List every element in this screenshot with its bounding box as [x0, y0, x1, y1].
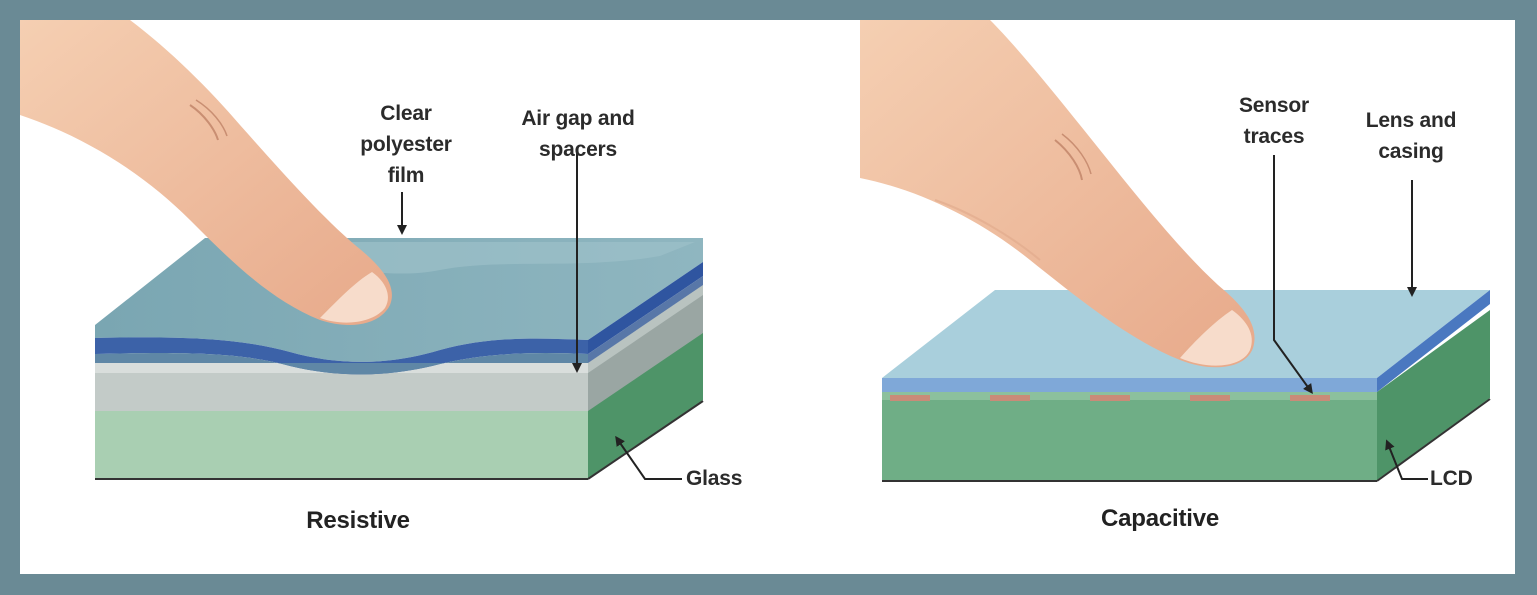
resistive-film-edge — [95, 337, 588, 375]
touchscreen-diagram — [20, 20, 1491, 482]
label-clear-polyester-film: Clear polyester film — [360, 102, 452, 187]
label-sensor-traces: Sensor traces — [1239, 94, 1309, 148]
label-lcd: LCD — [1430, 467, 1473, 490]
resistive-finger — [20, 20, 392, 325]
label-lens-and-casing: Lens and casing — [1365, 109, 1457, 163]
capacitive-lcd-front — [882, 392, 1377, 480]
caption-resistive: Resistive — [306, 507, 410, 534]
capacitive-diagram — [860, 20, 1491, 482]
capacitive-finger — [860, 20, 1255, 368]
capacitive-lens-edge — [882, 378, 1377, 392]
sensor-trace — [890, 395, 930, 401]
label-air-gap-and-spacers: Air gap and spacers — [521, 107, 635, 161]
caption-capacitive: Capacitive — [1100, 505, 1220, 532]
resistive-diagram — [20, 20, 704, 480]
sensor-trace — [1190, 395, 1230, 401]
sensor-trace — [990, 395, 1030, 401]
sensor-trace — [1090, 395, 1130, 401]
capacitive-lcd-side — [1377, 310, 1490, 480]
diagram-canvas: Clear polyester film Air gap and spacers… — [20, 20, 1515, 574]
sensor-trace — [1290, 395, 1330, 401]
label-glass: Glass — [686, 467, 743, 490]
